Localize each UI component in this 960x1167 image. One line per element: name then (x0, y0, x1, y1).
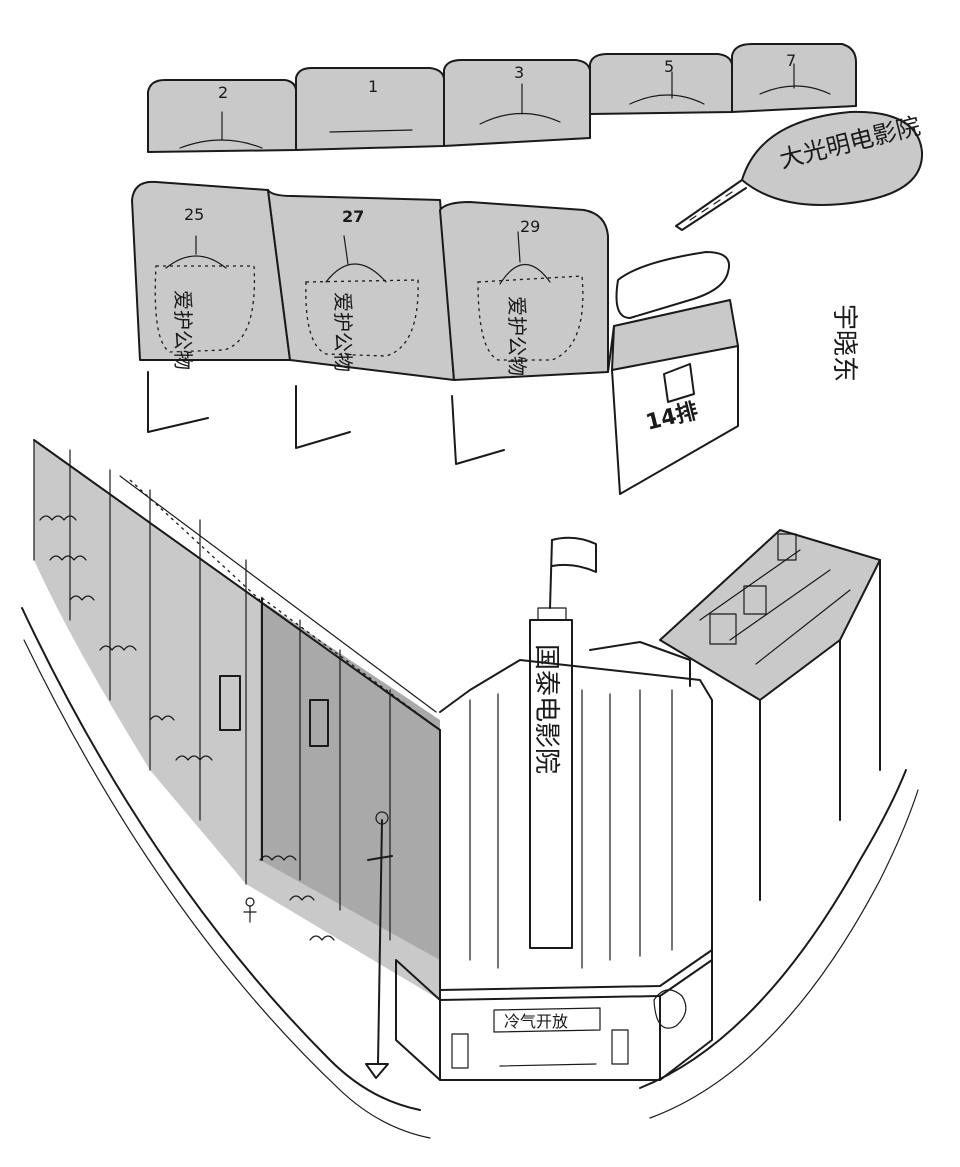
back-seat-number: 1 (368, 77, 378, 96)
street-lamp (365, 811, 393, 1079)
back-seat-number: 7 (786, 51, 796, 70)
front-seat: 27 爱护公物 (267, 189, 455, 449)
street-scene: 国泰电影院 冷气开放 (21, 439, 919, 1139)
front-seat: 25 爱护公物 (131, 180, 291, 433)
front-seat-number: 25 (184, 205, 204, 224)
seat-pocket-text: 爱护公物 (505, 296, 529, 376)
back-row-seats: 2 1 3 5 7 (147, 43, 857, 153)
back-seat-number: 3 (514, 63, 524, 82)
front-seat-number: 27 (342, 207, 364, 226)
front-seat: 29 爱护公物 (439, 201, 609, 465)
back-seat-number: 2 (218, 83, 228, 102)
back-seat: 7 (731, 43, 857, 113)
marquee-text: 冷气开放 (504, 1012, 568, 1031)
back-seat-number: 5 (664, 57, 674, 76)
hand-fan: 大光明电影院 (675, 110, 923, 231)
cinema-sign: 国泰电影院 (531, 644, 561, 774)
front-seat-number: 29 (520, 217, 540, 236)
seat-pocket-text: 爱护公物 (331, 292, 355, 372)
seat-end-panel: 14排 (607, 251, 739, 495)
back-seat: 2 (147, 79, 298, 153)
back-seat: 1 (295, 67, 446, 151)
back-seat: 3 (443, 59, 592, 147)
front-row-seats: 25 爱护公物 27 爱护公物 29 爱护公物 (131, 180, 739, 495)
row-plate: 14排 (643, 399, 700, 436)
artist-signature: 宇晓东 (829, 304, 859, 382)
seat-pocket-text: 爱护公物 (171, 290, 195, 370)
crowd (39, 515, 335, 941)
back-seat: 5 (589, 53, 734, 115)
